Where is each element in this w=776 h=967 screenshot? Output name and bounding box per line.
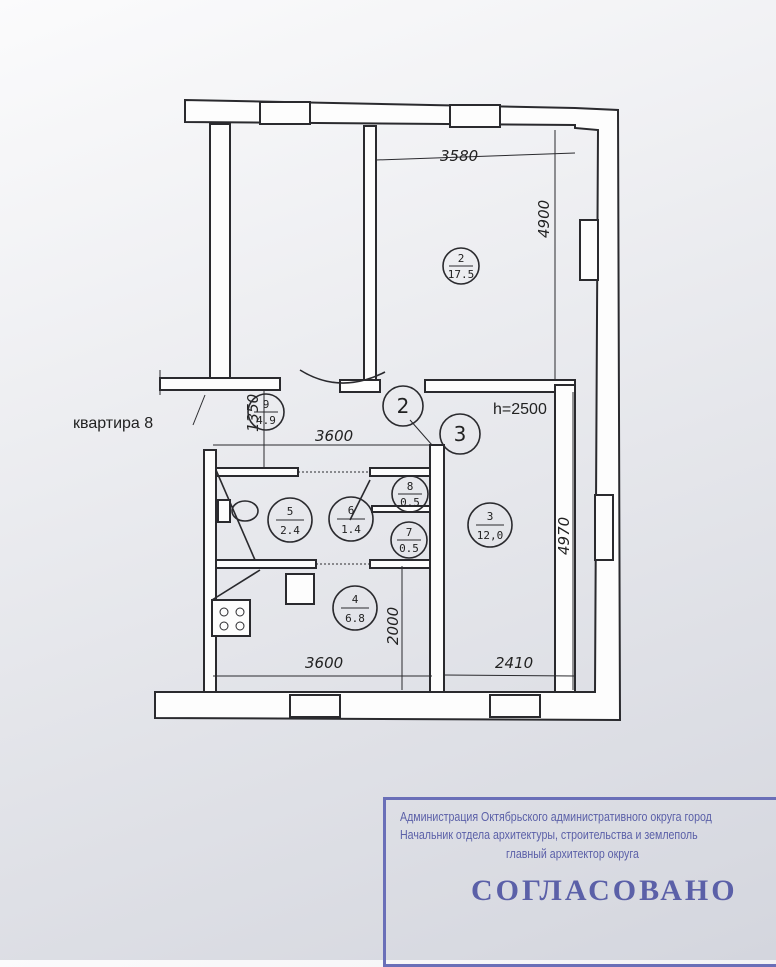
svg-text:3: 3 [454,422,467,446]
svg-text:2: 2 [458,252,465,265]
svg-text:12,0: 12,0 [477,529,504,542]
dim-corridor-depth: 1350 [244,394,262,432]
svg-text:4.9: 4.9 [256,414,276,427]
dimension-lines [159,130,576,690]
walls [154,98,622,722]
room-marker-9: 94.9 [247,393,285,431]
svg-text:6: 6 [348,504,355,517]
dim-room3-depth: 4970 [555,517,573,555]
svg-text:5: 5 [287,505,294,518]
apartment-label: квартира 8 [73,415,153,432]
svg-text:17.5: 17.5 [448,268,475,281]
svg-text:1.4: 1.4 [341,523,361,536]
ceiling-height: h=2500 [493,401,547,418]
dim-room2-depth: 4900 [535,200,553,238]
dim-top-width: 3580 [440,147,478,165]
stamp-line-2: Начальник отдела архитектуры, строительс… [400,828,698,842]
stamp-line-3: главный архитектор округа [506,847,639,861]
room-marker-3: 312,0 [467,502,513,548]
svg-text:8: 8 [407,480,414,493]
room-marker-2: 217.5 [442,247,480,285]
approval-stamp: Администрация Октябрьского административ… [383,797,776,967]
svg-text:4: 4 [352,593,359,606]
svg-text:6.8: 6.8 [345,612,365,625]
stamp-title: СОГЛАСОВАНО [471,874,738,907]
dim-bottom-right-width: 2410 [495,654,533,672]
svg-text:7: 7 [406,526,413,539]
svg-text:0.5: 0.5 [399,542,419,555]
stamp-line-1: Администрация Октябрьского административ… [400,810,712,824]
svg-text:2: 2 [397,394,410,418]
room-marker-6: 61.4 [328,496,374,542]
svg-text:3: 3 [487,510,494,523]
room-marker-5: 52.4 [267,497,313,543]
svg-text:2.4: 2.4 [280,524,300,537]
section-marker-3: 3 [439,413,481,455]
dim-corridor-width: 3600 [315,427,353,445]
svg-text:0.5: 0.5 [400,496,420,509]
svg-text:9: 9 [263,398,270,411]
section-marker-2: 2 [382,385,424,427]
dim-kitchen-depth: 2000 [384,607,402,645]
dim-bottom-left-width: 3600 [305,654,343,672]
room-marker-8: 80.5 [391,475,429,513]
room-marker-7: 70.5 [390,521,428,559]
room-marker-4: 46.8 [332,585,378,631]
